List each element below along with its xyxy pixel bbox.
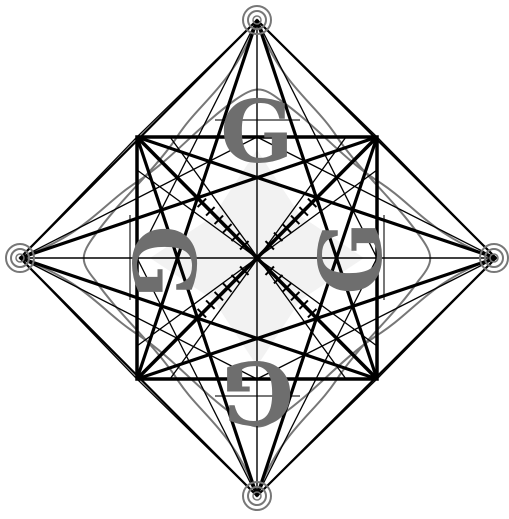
letter-right: G [301, 221, 402, 294]
letter-top: G [220, 82, 293, 183]
letter-bottom: G [220, 341, 293, 442]
letter-left: G [112, 225, 213, 298]
